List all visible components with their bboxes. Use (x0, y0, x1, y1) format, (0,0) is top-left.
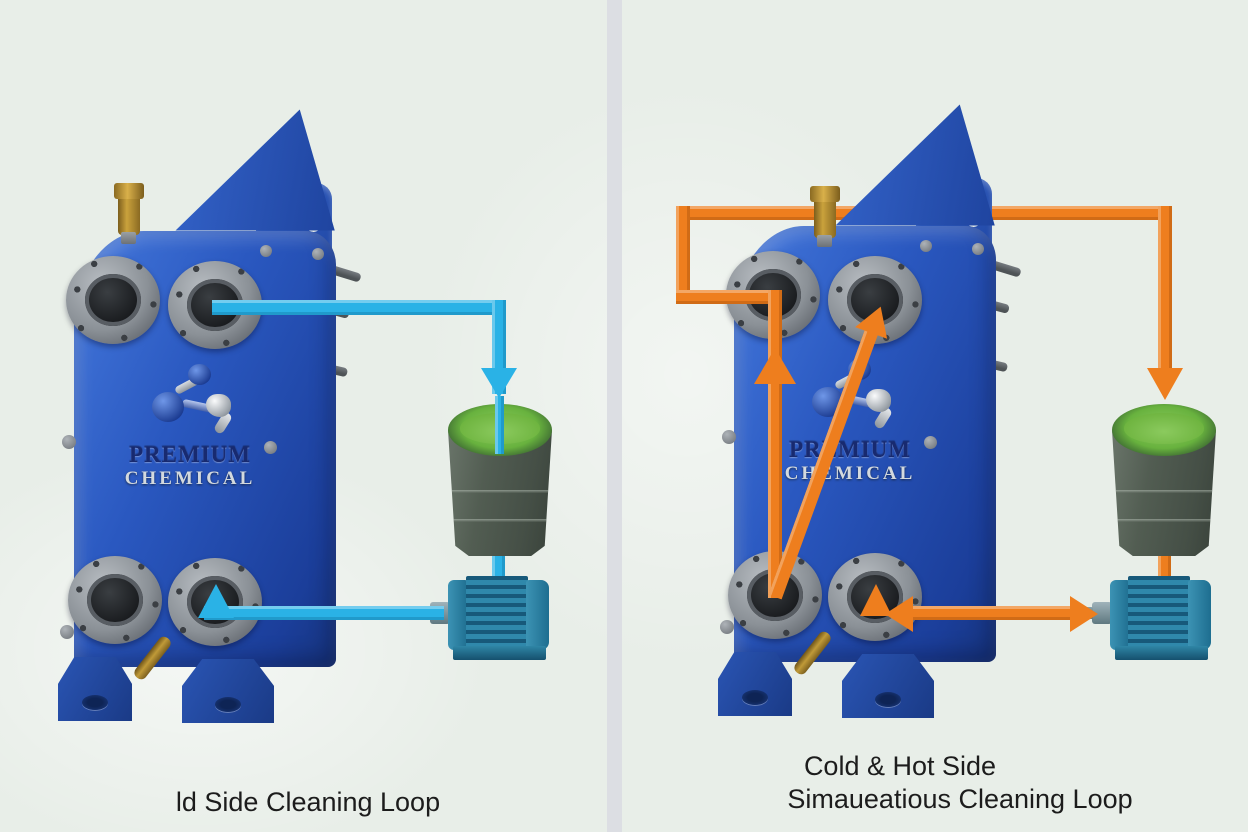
pump-end-cap (1110, 580, 1130, 650)
brass-vent-valve (114, 183, 144, 244)
port-bottom-left (68, 556, 162, 644)
stud-bolt (722, 430, 736, 444)
flow-arrow-into-pump (1070, 596, 1098, 632)
brand-name-line2: CHEMICAL (784, 463, 916, 484)
caption-left: ld Side Cleaning Loop (175, 787, 441, 817)
caption-right-line2: Simaueatious Cleaning Loop (787, 784, 1133, 814)
chemical-tank-right (1112, 404, 1216, 562)
mounting-foot (182, 659, 274, 723)
pipe-elbow-to-top-port (676, 290, 782, 304)
pipe-pump-to-inlet (204, 606, 444, 620)
pump-base (1115, 646, 1208, 660)
brand-logo: PREMIUM CHEMICAL (100, 360, 280, 490)
pipe-riser-bottom-to-top-port (768, 290, 782, 598)
pump-motor-ribs (466, 576, 528, 652)
mounting-foot (718, 652, 792, 716)
pipe-left-riser-upper (676, 206, 690, 304)
pipe-tank-to-pump (492, 548, 505, 582)
stud-bolt (62, 435, 76, 449)
tank-seam (452, 519, 548, 523)
stud-bolt (264, 441, 277, 454)
stud-bolt (924, 436, 937, 449)
heat-exchanger-left: PREMIUM CHEMICAL (58, 105, 380, 725)
brand-name-line1: PREMIUM (789, 437, 911, 462)
pipe-tank-to-pump-right (1158, 548, 1171, 582)
caption-right: Cold & Hot Side Simaueatious Cleaning Lo… (758, 750, 1162, 816)
brass-vent-valve (810, 186, 840, 247)
carrying-beam (175, 109, 335, 231)
flow-arrow-up-in-port (860, 584, 892, 616)
brand-name-line2: CHEMICAL (124, 468, 256, 489)
pipe-down-to-tank-right (1158, 206, 1172, 372)
dip-tube-in-tank (495, 396, 504, 454)
mounting-foot (58, 657, 132, 721)
flow-arrow-into-tank-right (1147, 368, 1183, 400)
pump-left (421, 576, 550, 660)
brand-name-line1: PREMIUM (129, 442, 251, 467)
tank-seam (1116, 490, 1212, 494)
tank-open-top (1112, 404, 1216, 456)
pump-end-cap (1188, 580, 1211, 650)
pipe-outlet-to-tank-horizontal (212, 300, 506, 315)
carrying-beam (835, 104, 995, 226)
tank-seam (452, 490, 548, 494)
stud-bolt (260, 245, 272, 257)
pump-end-cap (526, 580, 549, 650)
flow-arrow-up-riser (754, 348, 796, 384)
stud-bolt (60, 625, 74, 639)
pump-base (453, 646, 546, 660)
stud-bolt (972, 243, 984, 255)
panel-divider (607, 0, 622, 832)
tank-seam (1116, 519, 1212, 523)
pump-right (1083, 576, 1212, 660)
stud-bolt (720, 620, 734, 634)
stud-bolt (312, 248, 324, 260)
molecule-logo-icon (100, 360, 280, 442)
pipe-pump-to-inlet-right (908, 606, 1072, 620)
flow-arrow-into-tank (481, 368, 517, 398)
mounting-foot (842, 654, 934, 718)
flow-arrow-into-port (198, 584, 234, 618)
pump-end-cap (448, 580, 468, 650)
stud-bolt (920, 240, 932, 252)
caption-right-line1: Cold & Hot Side (803, 751, 997, 781)
port-top-left (66, 256, 160, 344)
pump-motor-ribs (1128, 576, 1190, 652)
